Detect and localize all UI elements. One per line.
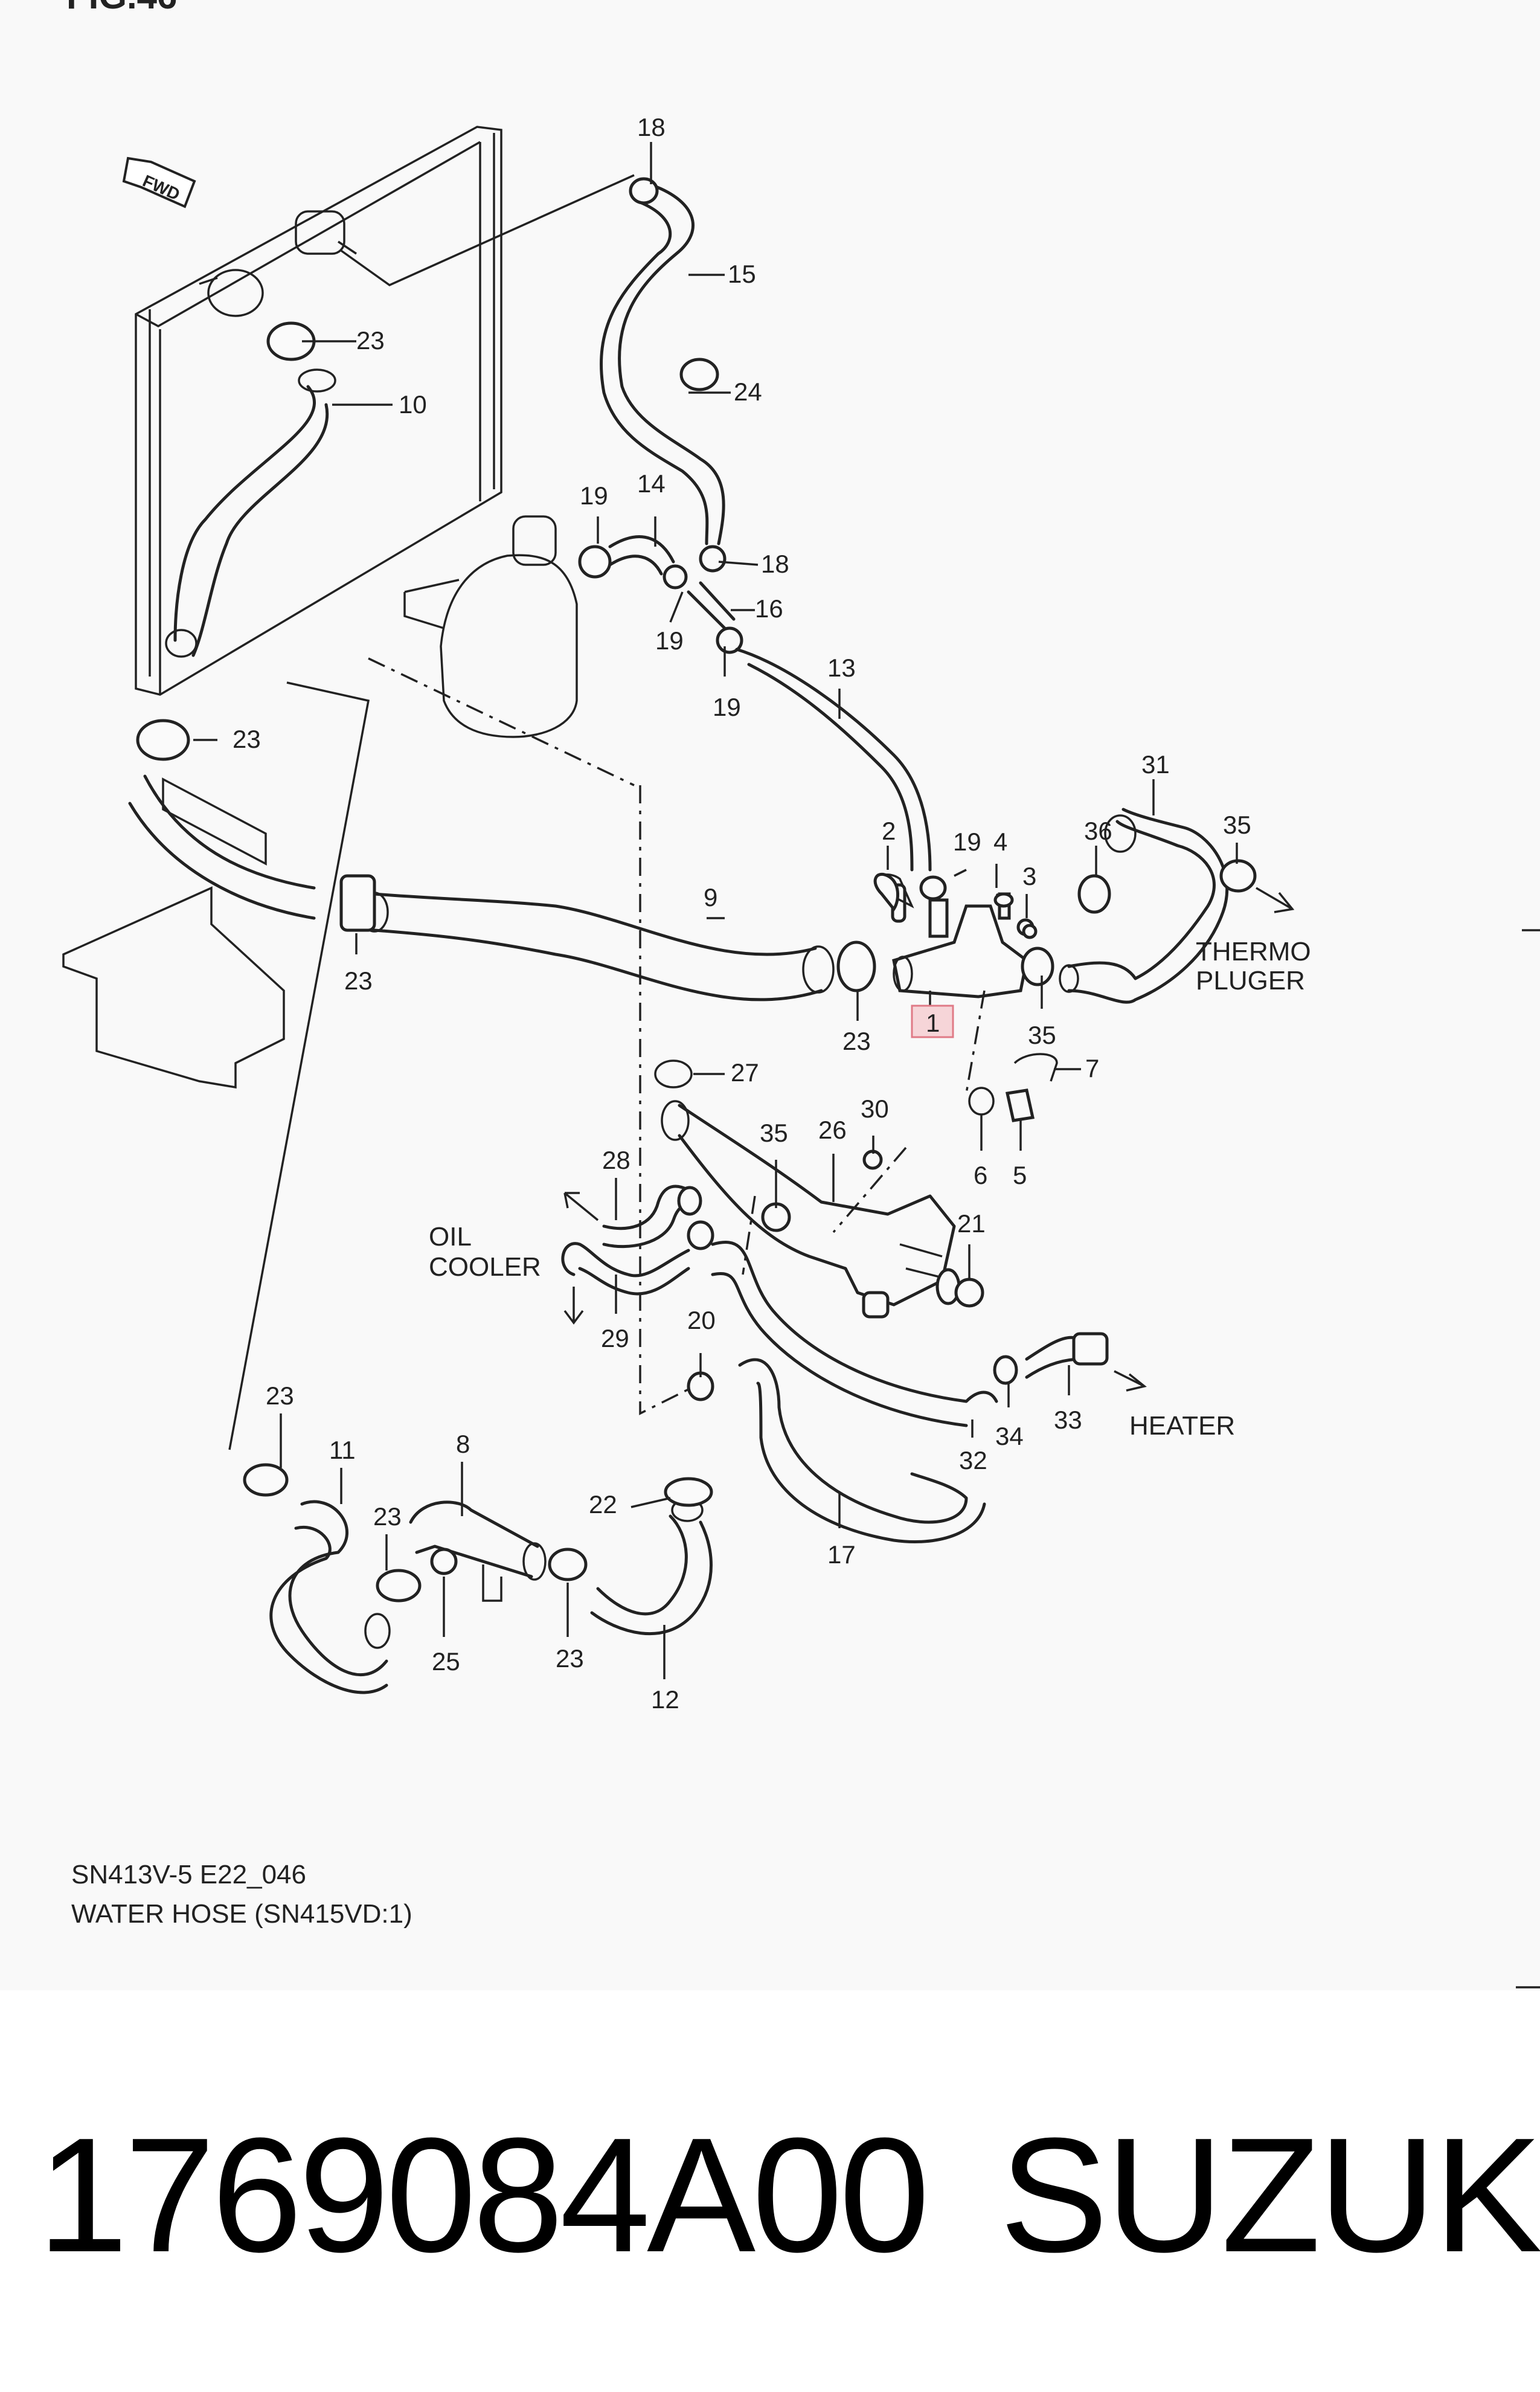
parts-diagram: FIG.46 FWD bbox=[62, 0, 1540, 1989]
callout-18: 18 bbox=[761, 550, 789, 578]
figure-title: WATER HOSE (SN415VD:1) bbox=[71, 1899, 412, 1929]
callout-20: 20 bbox=[687, 1306, 716, 1334]
thermostat-housing bbox=[892, 898, 1028, 998]
callout-22: 22 bbox=[589, 1490, 617, 1519]
callout-6: 6 bbox=[974, 1161, 987, 1189]
figure-code: SN413V-5 E22_046 bbox=[71, 1860, 306, 1889]
callout-21: 21 bbox=[957, 1209, 986, 1238]
callout-25: 25 bbox=[432, 1647, 460, 1676]
callout-19: 19 bbox=[713, 693, 741, 721]
callout-8: 8 bbox=[456, 1430, 470, 1458]
hose-32 bbox=[711, 1241, 998, 1427]
callout-30: 30 bbox=[861, 1095, 889, 1123]
callout-35: 35 bbox=[1028, 1021, 1056, 1049]
callout-17: 17 bbox=[827, 1540, 856, 1569]
callout-16: 16 bbox=[755, 594, 783, 623]
callout-23: 23 bbox=[842, 1027, 871, 1055]
radiator bbox=[135, 126, 502, 696]
arrow-oil-down-icon bbox=[563, 1287, 584, 1325]
callout-23: 23 bbox=[233, 725, 261, 753]
bleeder-5 bbox=[1005, 1088, 1035, 1122]
heater-label: HEATER bbox=[1129, 1411, 1235, 1441]
callout-23: 23 bbox=[556, 1644, 584, 1673]
callout-24: 24 bbox=[734, 378, 762, 406]
arrow-heater-icon bbox=[1114, 1370, 1147, 1392]
hose-14 bbox=[608, 535, 675, 564]
hose-11 bbox=[269, 1500, 388, 1694]
callout-12: 12 bbox=[651, 1685, 679, 1714]
callout-18: 18 bbox=[637, 113, 666, 141]
callout-10: 10 bbox=[399, 390, 427, 419]
arrow-thermo-icon bbox=[1256, 887, 1295, 913]
bolt-25 bbox=[430, 1548, 458, 1575]
water-pipe-26 bbox=[661, 1100, 961, 1319]
part-number: 1769084A00 bbox=[37, 2104, 930, 2286]
callout-9: 9 bbox=[704, 883, 717, 911]
callout-35: 35 bbox=[760, 1119, 788, 1147]
callout-29: 29 bbox=[601, 1324, 629, 1352]
callout-23: 23 bbox=[373, 1502, 402, 1531]
o-ring-6 bbox=[968, 1087, 995, 1116]
hose-12 bbox=[590, 1514, 713, 1636]
callout-2: 2 bbox=[882, 817, 896, 845]
callout-35: 35 bbox=[1223, 811, 1251, 839]
callout-19: 19 bbox=[655, 626, 684, 655]
hose-29 bbox=[561, 1242, 690, 1296]
callout-5: 5 bbox=[1013, 1161, 1027, 1189]
hose-clamp-23 bbox=[136, 321, 316, 761]
arrow-oil-up-icon bbox=[563, 1192, 599, 1221]
clip-7 bbox=[1013, 1053, 1058, 1082]
callout-7: 7 bbox=[1085, 1054, 1099, 1082]
hose-10 bbox=[173, 385, 316, 642]
product-footer bbox=[0, 1990, 1540, 2392]
callout-11: 11 bbox=[329, 1436, 356, 1464]
hose-9 bbox=[373, 892, 823, 1001]
callout-19: 19 bbox=[580, 481, 608, 510]
parts-diagram-area: FIG.46 FWD bbox=[62, 0, 1540, 1989]
callout-34: 34 bbox=[995, 1422, 1024, 1450]
callout-33: 33 bbox=[1054, 1406, 1082, 1434]
hose-15 bbox=[618, 182, 725, 545]
callout-36: 36 bbox=[1084, 817, 1112, 845]
highlighted-part-box bbox=[911, 1005, 954, 1038]
hose-17 bbox=[738, 1358, 986, 1543]
brand-name: SUZUKI bbox=[999, 2104, 1540, 2286]
oil-label: OIL bbox=[429, 1222, 472, 1252]
figure-label: FIG.46 bbox=[66, 0, 177, 16]
bolt-30 bbox=[862, 1149, 883, 1170]
water-pipe-8 bbox=[409, 1500, 547, 1602]
callout-15: 15 bbox=[728, 260, 756, 288]
thermo-label: THERMO bbox=[1196, 937, 1311, 966]
callout-23: 23 bbox=[356, 326, 385, 355]
callout-23: 23 bbox=[266, 1381, 294, 1410]
fwd-arrow-icon: FWD bbox=[122, 156, 196, 208]
callout-4: 4 bbox=[993, 828, 1007, 856]
gasket-2 bbox=[873, 872, 900, 912]
hose-16 bbox=[687, 581, 736, 630]
callout-14: 14 bbox=[637, 469, 666, 498]
hose-13 bbox=[735, 648, 932, 872]
callout-3: 3 bbox=[1022, 862, 1036, 890]
callout-28: 28 bbox=[602, 1146, 630, 1174]
o-ring-27 bbox=[654, 1059, 693, 1088]
hose-31 bbox=[1067, 820, 1216, 980]
callout-23: 23 bbox=[344, 966, 373, 995]
callout-31: 31 bbox=[1141, 750, 1170, 779]
callout-32: 32 bbox=[959, 1446, 987, 1474]
callout-13: 13 bbox=[827, 654, 856, 682]
callout-19: 19 bbox=[953, 828, 981, 856]
reservoir-tank bbox=[403, 515, 578, 738]
callout-26: 26 bbox=[818, 1116, 847, 1144]
callout-1: 1 bbox=[926, 1009, 940, 1037]
callout-27: 27 bbox=[731, 1058, 759, 1087]
bracket bbox=[62, 886, 285, 1089]
cooler-label: COOLER bbox=[429, 1252, 541, 1282]
pluger-label: PLUGER bbox=[1196, 966, 1305, 995]
